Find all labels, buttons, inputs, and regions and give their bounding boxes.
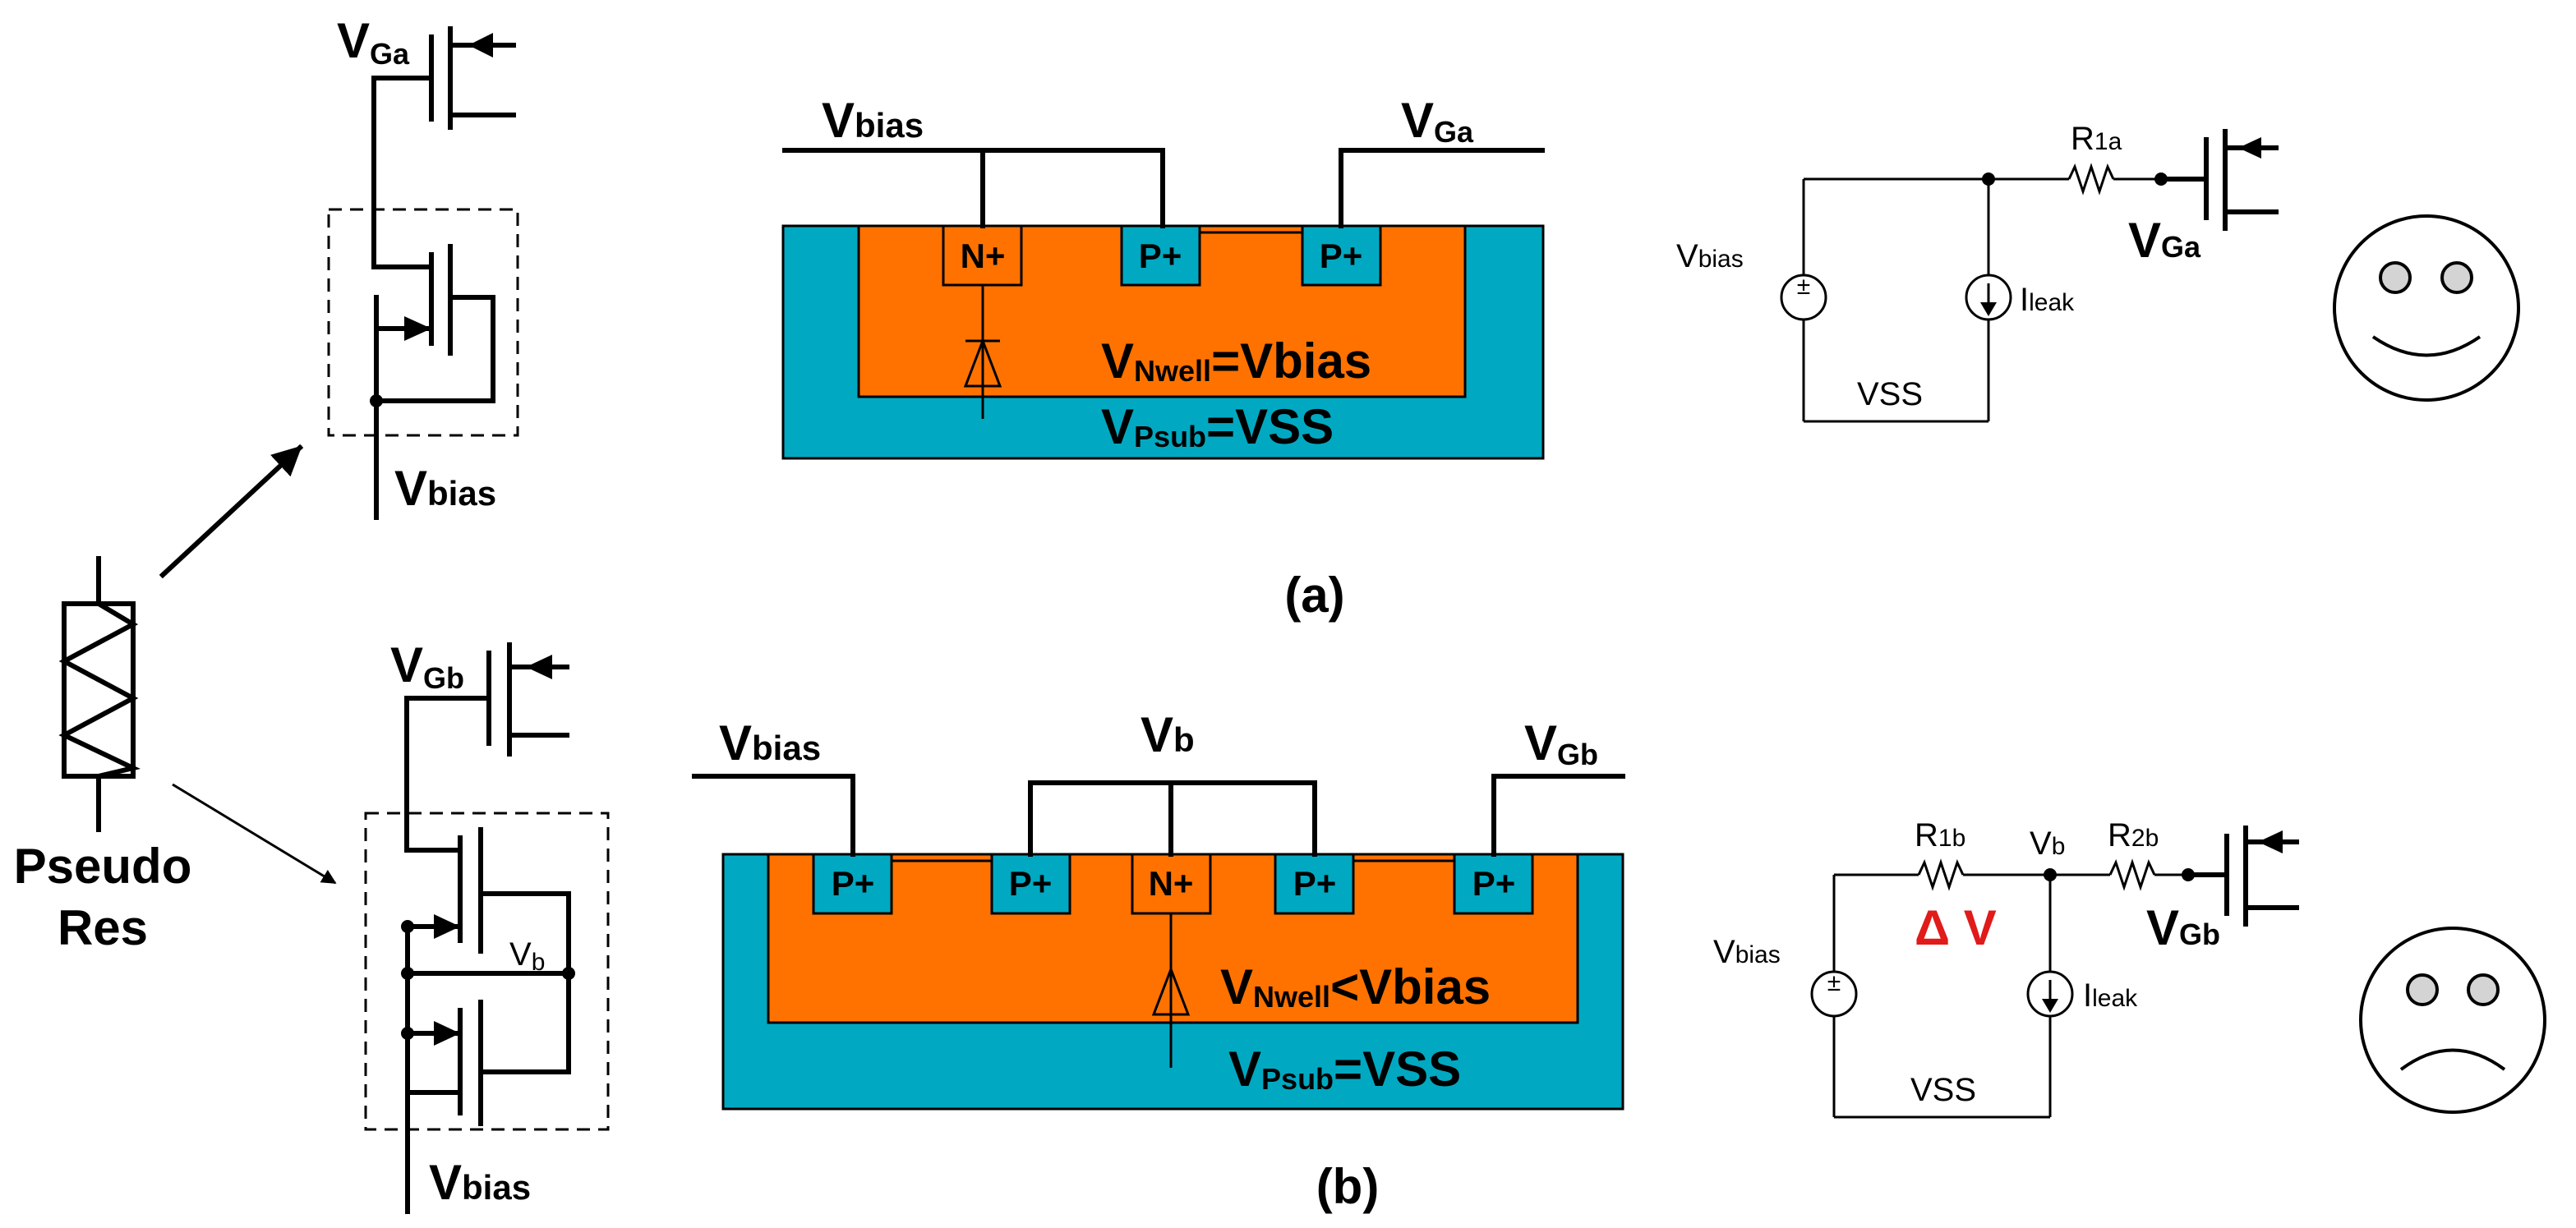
b-contact-label: N+ <box>1149 864 1194 903</box>
svg-text:VPsub=VSS: VPsub=VSS <box>1228 1042 1461 1097</box>
happy-face-icon <box>2333 214 2520 402</box>
svg-text:Ileak: Ileak <box>2083 977 2138 1014</box>
a-r1-label: R <box>2071 121 2094 157</box>
b-r1-label: R <box>1915 817 1938 853</box>
b-nwell-eq: V <box>1220 959 1253 1014</box>
svg-text:Vbias: Vbias <box>1676 238 1744 274</box>
svg-text:Vb: Vb <box>1141 707 1195 762</box>
caption-a: (a) <box>1284 568 1344 623</box>
svg-text:Vbias: Vbias <box>822 93 924 148</box>
a-vss-label: VSS <box>1857 376 1923 412</box>
pseudo-res-symbol <box>58 556 141 832</box>
svg-text:Vbias: Vbias <box>394 461 496 516</box>
svg-text:Vbias: Vbias <box>429 1155 531 1210</box>
b-circuit-vb: V <box>2030 826 2052 862</box>
b-ileak-label: I <box>2083 977 2092 1014</box>
svg-text:Vbias: Vbias <box>719 715 821 770</box>
a-contact-label: N+ <box>961 237 1006 275</box>
cross-section-a <box>781 148 1545 460</box>
top-gate-label: V <box>337 13 370 68</box>
svg-text:VNwell=Vbias: VNwell=Vbias <box>1101 333 1371 389</box>
svg-text:Vbias: Vbias <box>1713 934 1781 970</box>
svg-text:±: ± <box>1797 273 1810 300</box>
b-psub-eq: V <box>1228 1042 1261 1097</box>
svg-text:VPsub=VSS: VPsub=VSS <box>1101 399 1334 454</box>
arrow-to-bottom <box>172 783 337 885</box>
svg-text:Vb: Vb <box>2030 826 2065 862</box>
a-ileak-label: I <box>2020 282 2029 318</box>
top-transistor-stack <box>327 26 519 520</box>
svg-text:VGa: VGa <box>337 13 410 71</box>
a-circuit-vga: V <box>2128 213 2161 268</box>
svg-text:VNwell<Vbias: VNwell<Vbias <box>1220 959 1491 1014</box>
caption-b: (b) <box>1316 1159 1380 1214</box>
a-contact-label: P+ <box>1320 237 1363 275</box>
bottom-gate-label: V <box>390 637 423 692</box>
svg-text:Ileak: Ileak <box>2020 282 2075 318</box>
b-vss-label: VSS <box>1910 1072 1976 1108</box>
sad-face-icon <box>2359 927 2546 1114</box>
a-vbias-label: V <box>822 93 855 148</box>
svg-text:R2b: R2b <box>2108 817 2159 853</box>
bottom-bias-label: V <box>429 1155 462 1210</box>
a-psub-eq: V <box>1101 399 1134 454</box>
a-contact-label: P+ <box>1139 237 1182 275</box>
svg-text:R1b: R1b <box>1915 817 1965 853</box>
svg-text:Vb: Vb <box>509 936 545 976</box>
a-vga-label: V <box>1401 93 1434 148</box>
a-nwell-eq: V <box>1101 333 1134 389</box>
b-contact-label: P+ <box>1009 864 1053 903</box>
b-contact-label: P+ <box>1293 864 1337 903</box>
svg-text:VGb: VGb <box>2146 900 2220 955</box>
circuit-a: ± <box>1780 129 2279 423</box>
b-vb-label: V <box>1141 707 1173 762</box>
b-circuit-vbias: V <box>1713 934 1735 970</box>
arrow-to-top <box>159 444 304 579</box>
b-circuit-vgb: V <box>2146 900 2179 955</box>
pseudo-res-label: Pseudo <box>14 839 192 894</box>
b-vgb-label: V <box>1524 715 1557 770</box>
bottom-transistor-stack <box>364 642 610 1214</box>
svg-text:R1a: R1a <box>2071 121 2122 157</box>
b-contact-label: P+ <box>1472 864 1516 903</box>
b-contact-label: P+ <box>832 864 875 903</box>
b-delta-v: Δ V <box>1915 900 1997 955</box>
svg-text:VGb: VGb <box>390 637 464 695</box>
top-bias-label: V <box>394 461 427 516</box>
cross-section-b <box>692 774 1625 1111</box>
b-vbias-label: V <box>719 715 752 770</box>
b-r2-label: R <box>2108 817 2131 853</box>
svg-text:VGa: VGa <box>1401 93 1474 149</box>
pseudo-res-label: Res <box>58 900 148 955</box>
svg-text:VGb: VGb <box>1524 715 1598 771</box>
svg-text:VGa: VGa <box>2128 213 2201 268</box>
bottom-node-label: V <box>509 936 532 973</box>
svg-text:±: ± <box>1827 969 1841 996</box>
circuit-b: ± <box>1810 826 2299 1119</box>
a-circuit-vbias: V <box>1676 238 1698 274</box>
